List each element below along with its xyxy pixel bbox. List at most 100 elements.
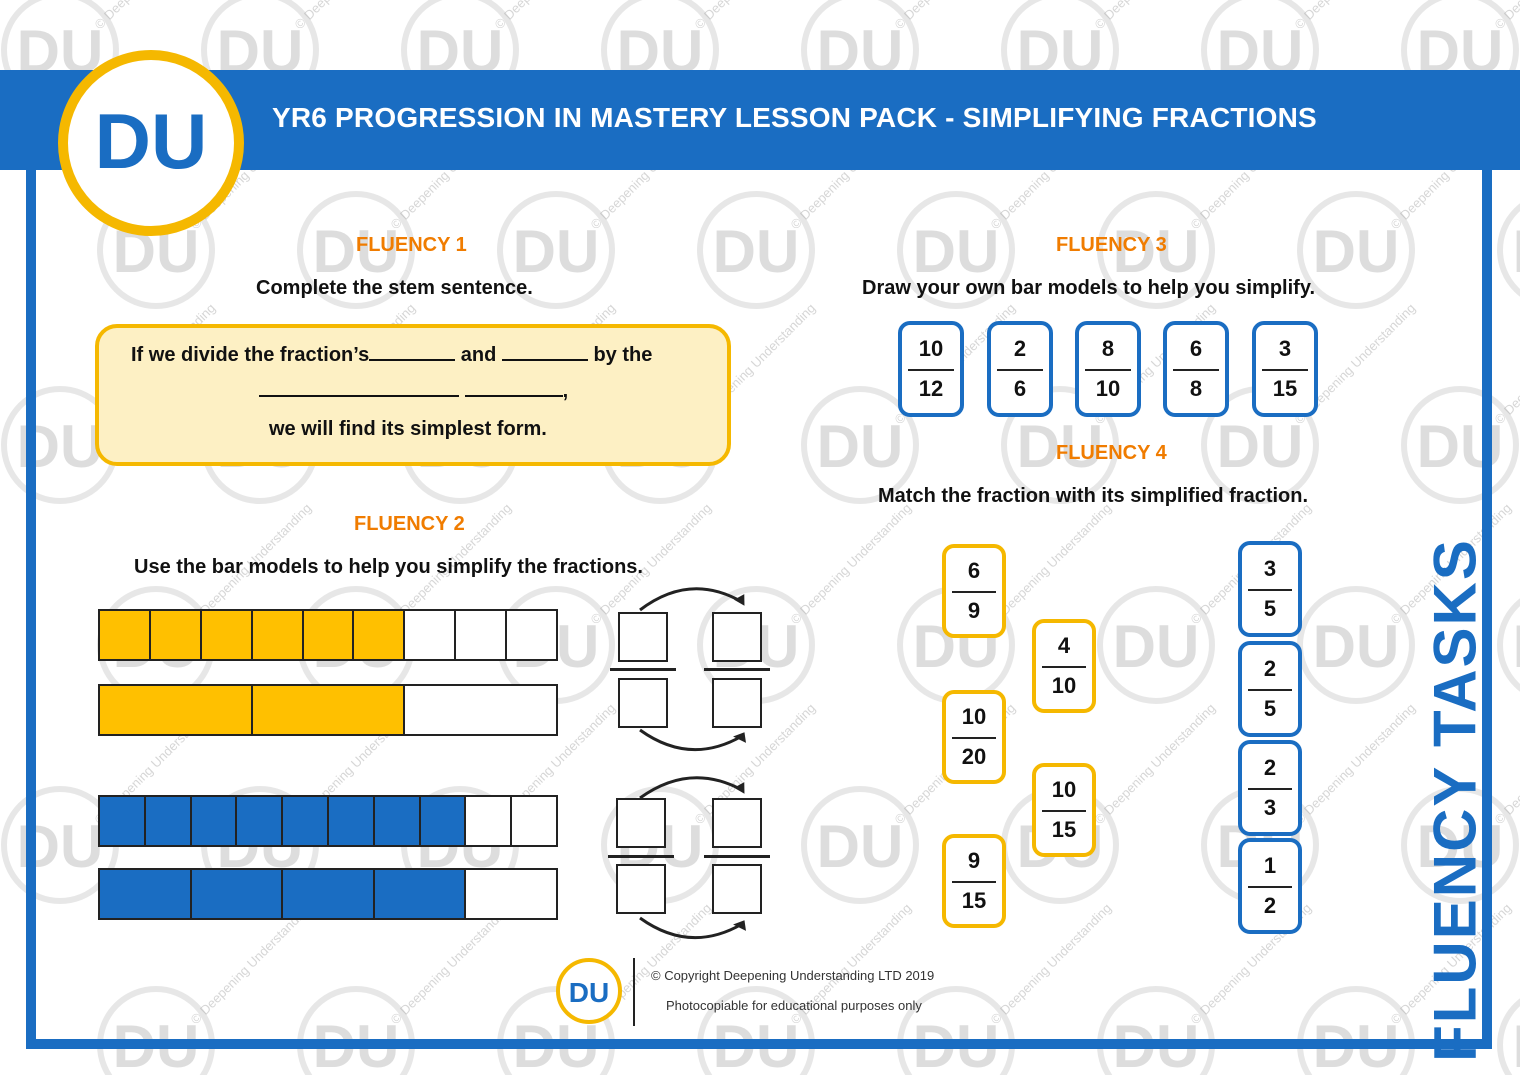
answer-denominator-box[interactable] bbox=[618, 678, 668, 728]
fraction-denominator: 9 bbox=[967, 597, 981, 623]
answer-denominator-box[interactable] bbox=[712, 678, 762, 728]
fraction-numerator: 9 bbox=[967, 848, 981, 874]
stem-text-and: and bbox=[460, 344, 497, 366]
fraction-denominator: 15 bbox=[1051, 816, 1077, 842]
footer-divider bbox=[633, 958, 635, 1026]
fraction-bar bbox=[704, 855, 770, 858]
stem-blank-3[interactable] bbox=[259, 394, 459, 397]
footer-logo: DU bbox=[556, 958, 622, 1024]
svg-text:© Deepening Understanding: © Deepening Understanding bbox=[1092, 0, 1219, 32]
svg-text:© Deepening Understanding: © Deepening Understanding bbox=[492, 0, 619, 32]
fraction-numerator: 10 bbox=[1051, 777, 1077, 803]
stem-line-2: , bbox=[259, 380, 568, 403]
bar-part-shaded bbox=[420, 797, 467, 845]
footer-note: Photocopiable for educational purposes o… bbox=[666, 998, 922, 1013]
stem-blank-2[interactable] bbox=[501, 358, 588, 361]
stem-blank-4[interactable] bbox=[464, 394, 563, 397]
fraction-numerator: 1 bbox=[1263, 852, 1277, 878]
answer-denominator-box[interactable] bbox=[712, 864, 762, 914]
bar-part-shaded bbox=[237, 797, 284, 845]
page-title: YR6 PROGRESSION IN MASTERY LESSON PACK -… bbox=[272, 102, 1317, 133]
fraction-card[interactable]: 3 15 bbox=[1252, 321, 1318, 417]
bar-part-shaded bbox=[374, 870, 467, 918]
fraction-bar bbox=[1261, 369, 1309, 371]
bar-part-unshaded bbox=[512, 797, 556, 845]
arrow-bottom-2 bbox=[639, 916, 743, 940]
bar-part-unshaded bbox=[507, 611, 557, 659]
arrowhead-top-1 bbox=[734, 594, 745, 606]
footer-copyright: © Copyright Deepening Understanding LTD … bbox=[651, 968, 935, 983]
stem-blank-1[interactable] bbox=[369, 358, 456, 361]
fraction-numerator: 2 bbox=[1013, 335, 1027, 361]
svg-text:© Deepening Understanding: © Deepening Understanding bbox=[1292, 0, 1419, 32]
bar-part-shaded bbox=[374, 797, 421, 845]
bar-part-shaded bbox=[283, 797, 329, 845]
fluency1-instruction: Complete the stem sentence. bbox=[256, 277, 533, 299]
fraction-numerator: 4 bbox=[1057, 633, 1071, 659]
fraction-numerator: 6 bbox=[1189, 335, 1203, 361]
fraction-denominator: 12 bbox=[918, 376, 944, 402]
bar-part-shaded bbox=[354, 611, 406, 659]
arrow-top-2 bbox=[639, 776, 743, 800]
fraction-denominator: 15 bbox=[1272, 376, 1298, 402]
svg-text:© Deepening Understanding: © Deepening Understanding bbox=[292, 0, 419, 32]
fraction-denominator: 2 bbox=[1263, 893, 1277, 919]
fraction-numerator: 3 bbox=[1278, 335, 1292, 361]
stem-sentence-box: If we divide the fraction’s and by the ,… bbox=[95, 324, 731, 466]
fraction-denominator: 10 bbox=[1095, 376, 1121, 402]
footer-logo-text: DU bbox=[569, 977, 609, 1008]
fraction-card[interactable]: 10 15 bbox=[1032, 763, 1096, 857]
fluency-tasks-label: FLUENCY TASKS bbox=[1420, 538, 1490, 1062]
fluency4-title: FLUENCY 4 bbox=[1056, 442, 1167, 464]
simplify-diagram-2 bbox=[639, 776, 746, 940]
bar-part-shaded bbox=[191, 870, 284, 918]
fraction-denominator: 8 bbox=[1189, 376, 1203, 402]
answer-numerator-box[interactable] bbox=[712, 612, 762, 662]
fraction-bar bbox=[1247, 689, 1293, 691]
answer-numerator-box[interactable] bbox=[712, 798, 762, 848]
fraction-bar bbox=[1041, 666, 1087, 668]
bar-part-shaded bbox=[100, 797, 146, 845]
fraction-bar bbox=[610, 668, 676, 671]
fraction-card[interactable]: 8 10 bbox=[1075, 321, 1141, 417]
fraction-bar bbox=[1041, 810, 1087, 812]
fraction-denominator: 6 bbox=[1013, 376, 1027, 402]
fraction-numerator: 3 bbox=[1263, 555, 1277, 581]
fraction-bar bbox=[996, 369, 1044, 371]
fraction-bar bbox=[907, 369, 955, 371]
bar-part-shaded bbox=[100, 870, 192, 918]
arrow-top-1 bbox=[639, 587, 743, 612]
page-frame bbox=[26, 168, 1492, 1049]
fluency1-title: FLUENCY 1 bbox=[356, 234, 467, 256]
answer-denominator-box[interactable] bbox=[616, 864, 666, 914]
fraction-numerator: 8 bbox=[1101, 335, 1115, 361]
answer-numerator-box[interactable] bbox=[618, 612, 668, 662]
fraction-denominator: 10 bbox=[1051, 672, 1077, 698]
fraction-denominator: 5 bbox=[1263, 696, 1277, 722]
bar-part-shaded bbox=[191, 797, 238, 845]
svg-text:© Deepening Understanding: © Deepening Understanding bbox=[1492, 700, 1520, 827]
fraction-bar bbox=[1172, 369, 1220, 371]
svg-text:DU: DU bbox=[1513, 1013, 1520, 1075]
fluency3-title: FLUENCY 3 bbox=[1056, 234, 1167, 256]
bar-part-unshaded bbox=[456, 611, 508, 659]
fraction-card[interactable]: 4 10 bbox=[1032, 619, 1096, 713]
bar-part-unshaded bbox=[405, 611, 457, 659]
answer-numerator-box[interactable] bbox=[616, 798, 666, 848]
bar-part-shaded bbox=[252, 611, 304, 659]
bar-model-bottom bbox=[98, 684, 558, 736]
fraction-bar bbox=[1247, 589, 1293, 591]
bar-part-unshaded bbox=[405, 686, 557, 734]
fraction-bar bbox=[1084, 369, 1132, 371]
svg-text:© Deepening Understanding: © Deepening Understanding bbox=[92, 0, 219, 32]
